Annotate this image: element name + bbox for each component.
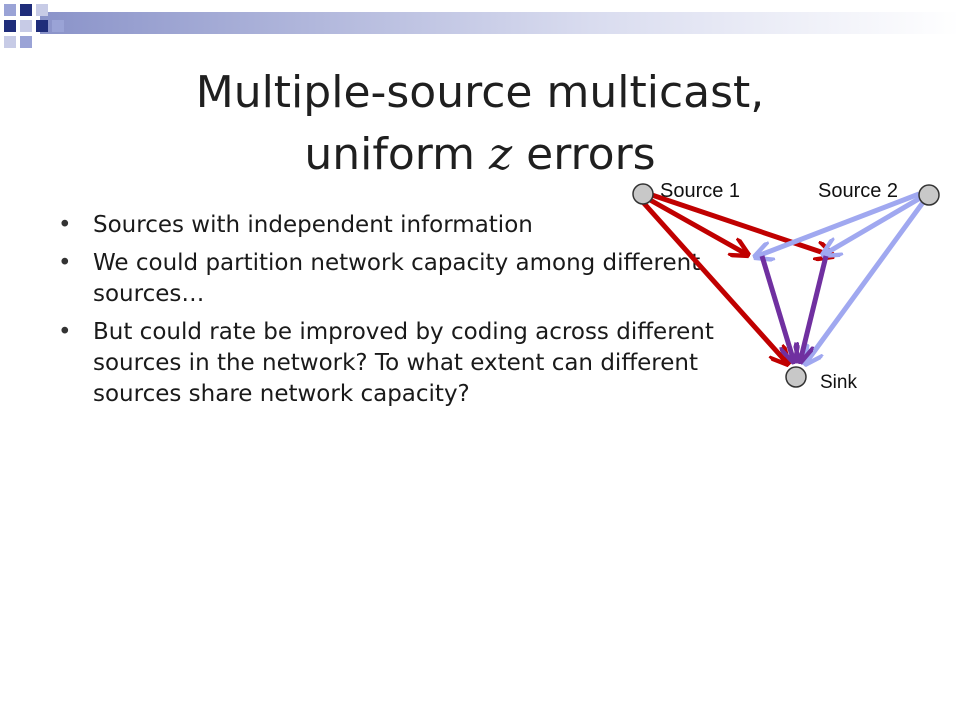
- source1-label: Source 1: [660, 180, 740, 202]
- corner-square: [36, 4, 48, 16]
- slide-title: Multiple-source multicast, uniform z err…: [0, 62, 960, 186]
- title-text-post: errors: [512, 129, 656, 180]
- edge-source2-to-relay2: [823, 194, 924, 255]
- title-bar-gradient: [40, 12, 960, 34]
- corner-square: [36, 20, 48, 32]
- bullet-item: Sources with independent information: [58, 210, 748, 241]
- source2-edges: [755, 191, 927, 364]
- edge-source1-to-relay2: [645, 190, 833, 256]
- corner-square: [4, 36, 16, 48]
- edge-source1-to-relay1: [641, 193, 748, 255]
- corner-square: [4, 4, 16, 16]
- sink-label: Sink: [820, 372, 857, 393]
- corner-square: [20, 36, 32, 48]
- edge-relay2-to-sink: [800, 255, 829, 362]
- title-text-pre: uniform: [304, 129, 489, 180]
- mixed-edges: [759, 255, 829, 362]
- source1-edges: [639, 190, 833, 364]
- edge-source2-to-sink: [805, 199, 927, 364]
- source2-label: Source 2: [818, 180, 898, 202]
- edge-relay1-to-sink: [759, 255, 794, 362]
- source1-node: [632, 183, 654, 205]
- corner-square: [20, 4, 32, 16]
- sink-node: [785, 366, 807, 388]
- corner-square: [4, 20, 16, 32]
- bullet-item: But could rate be improved by coding acr…: [58, 317, 748, 410]
- corner-square: [20, 20, 32, 32]
- network-diagram: Source 1 Source 2 Sink: [632, 180, 940, 393]
- title-variable-z: z: [488, 129, 513, 180]
- edge-source1-to-sink: [639, 198, 788, 364]
- title-line-2: uniform z errors: [0, 124, 960, 186]
- bullet-item: We could partition network capacity amon…: [58, 248, 748, 310]
- corner-decoration: [4, 4, 960, 48]
- source2-node: [918, 184, 940, 206]
- bullet-list: Sources with independent information We …: [58, 210, 748, 417]
- title-line-1: Multiple-source multicast,: [195, 67, 765, 118]
- corner-square: [52, 20, 64, 32]
- edge-source2-to-relay1: [755, 191, 920, 257]
